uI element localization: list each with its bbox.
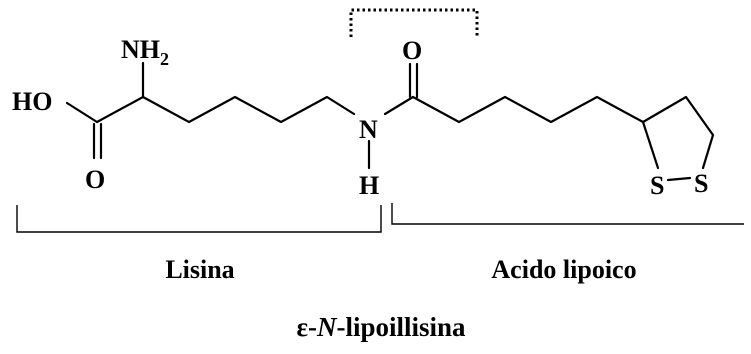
atom-h: H	[359, 171, 379, 200]
atom-nh2: NH2	[121, 35, 169, 69]
bracket-lisina	[16, 205, 382, 233]
atom-o-acid: O	[85, 165, 105, 194]
atom-s2: S	[694, 169, 708, 198]
atom-s1: S	[650, 171, 664, 200]
dotted-bracket	[349, 8, 479, 37]
atom-ho: HO	[12, 87, 52, 116]
atom-o-amide: O	[402, 36, 422, 65]
bond-n-camide	[383, 95, 415, 116]
bracket-acido-lipoico	[391, 203, 744, 225]
bond-ring-carbons	[641, 95, 715, 170]
compound-name: ε-N-lipoillisina	[296, 312, 466, 342]
bond-ring-c-s1	[641, 120, 660, 170]
bond-skeleton	[65, 61, 715, 182]
bond-ho-c1	[65, 101, 99, 124]
bond-lys-chain	[141, 95, 356, 124]
atom-n: N	[359, 115, 378, 144]
label-lisina: Lisina	[165, 255, 234, 284]
bond-c1-ca	[95, 95, 145, 124]
bond-lipoyl-chain	[411, 95, 645, 124]
bond-s-s	[666, 176, 692, 182]
label-acido-lipoico: Acido lipoico	[491, 255, 636, 284]
